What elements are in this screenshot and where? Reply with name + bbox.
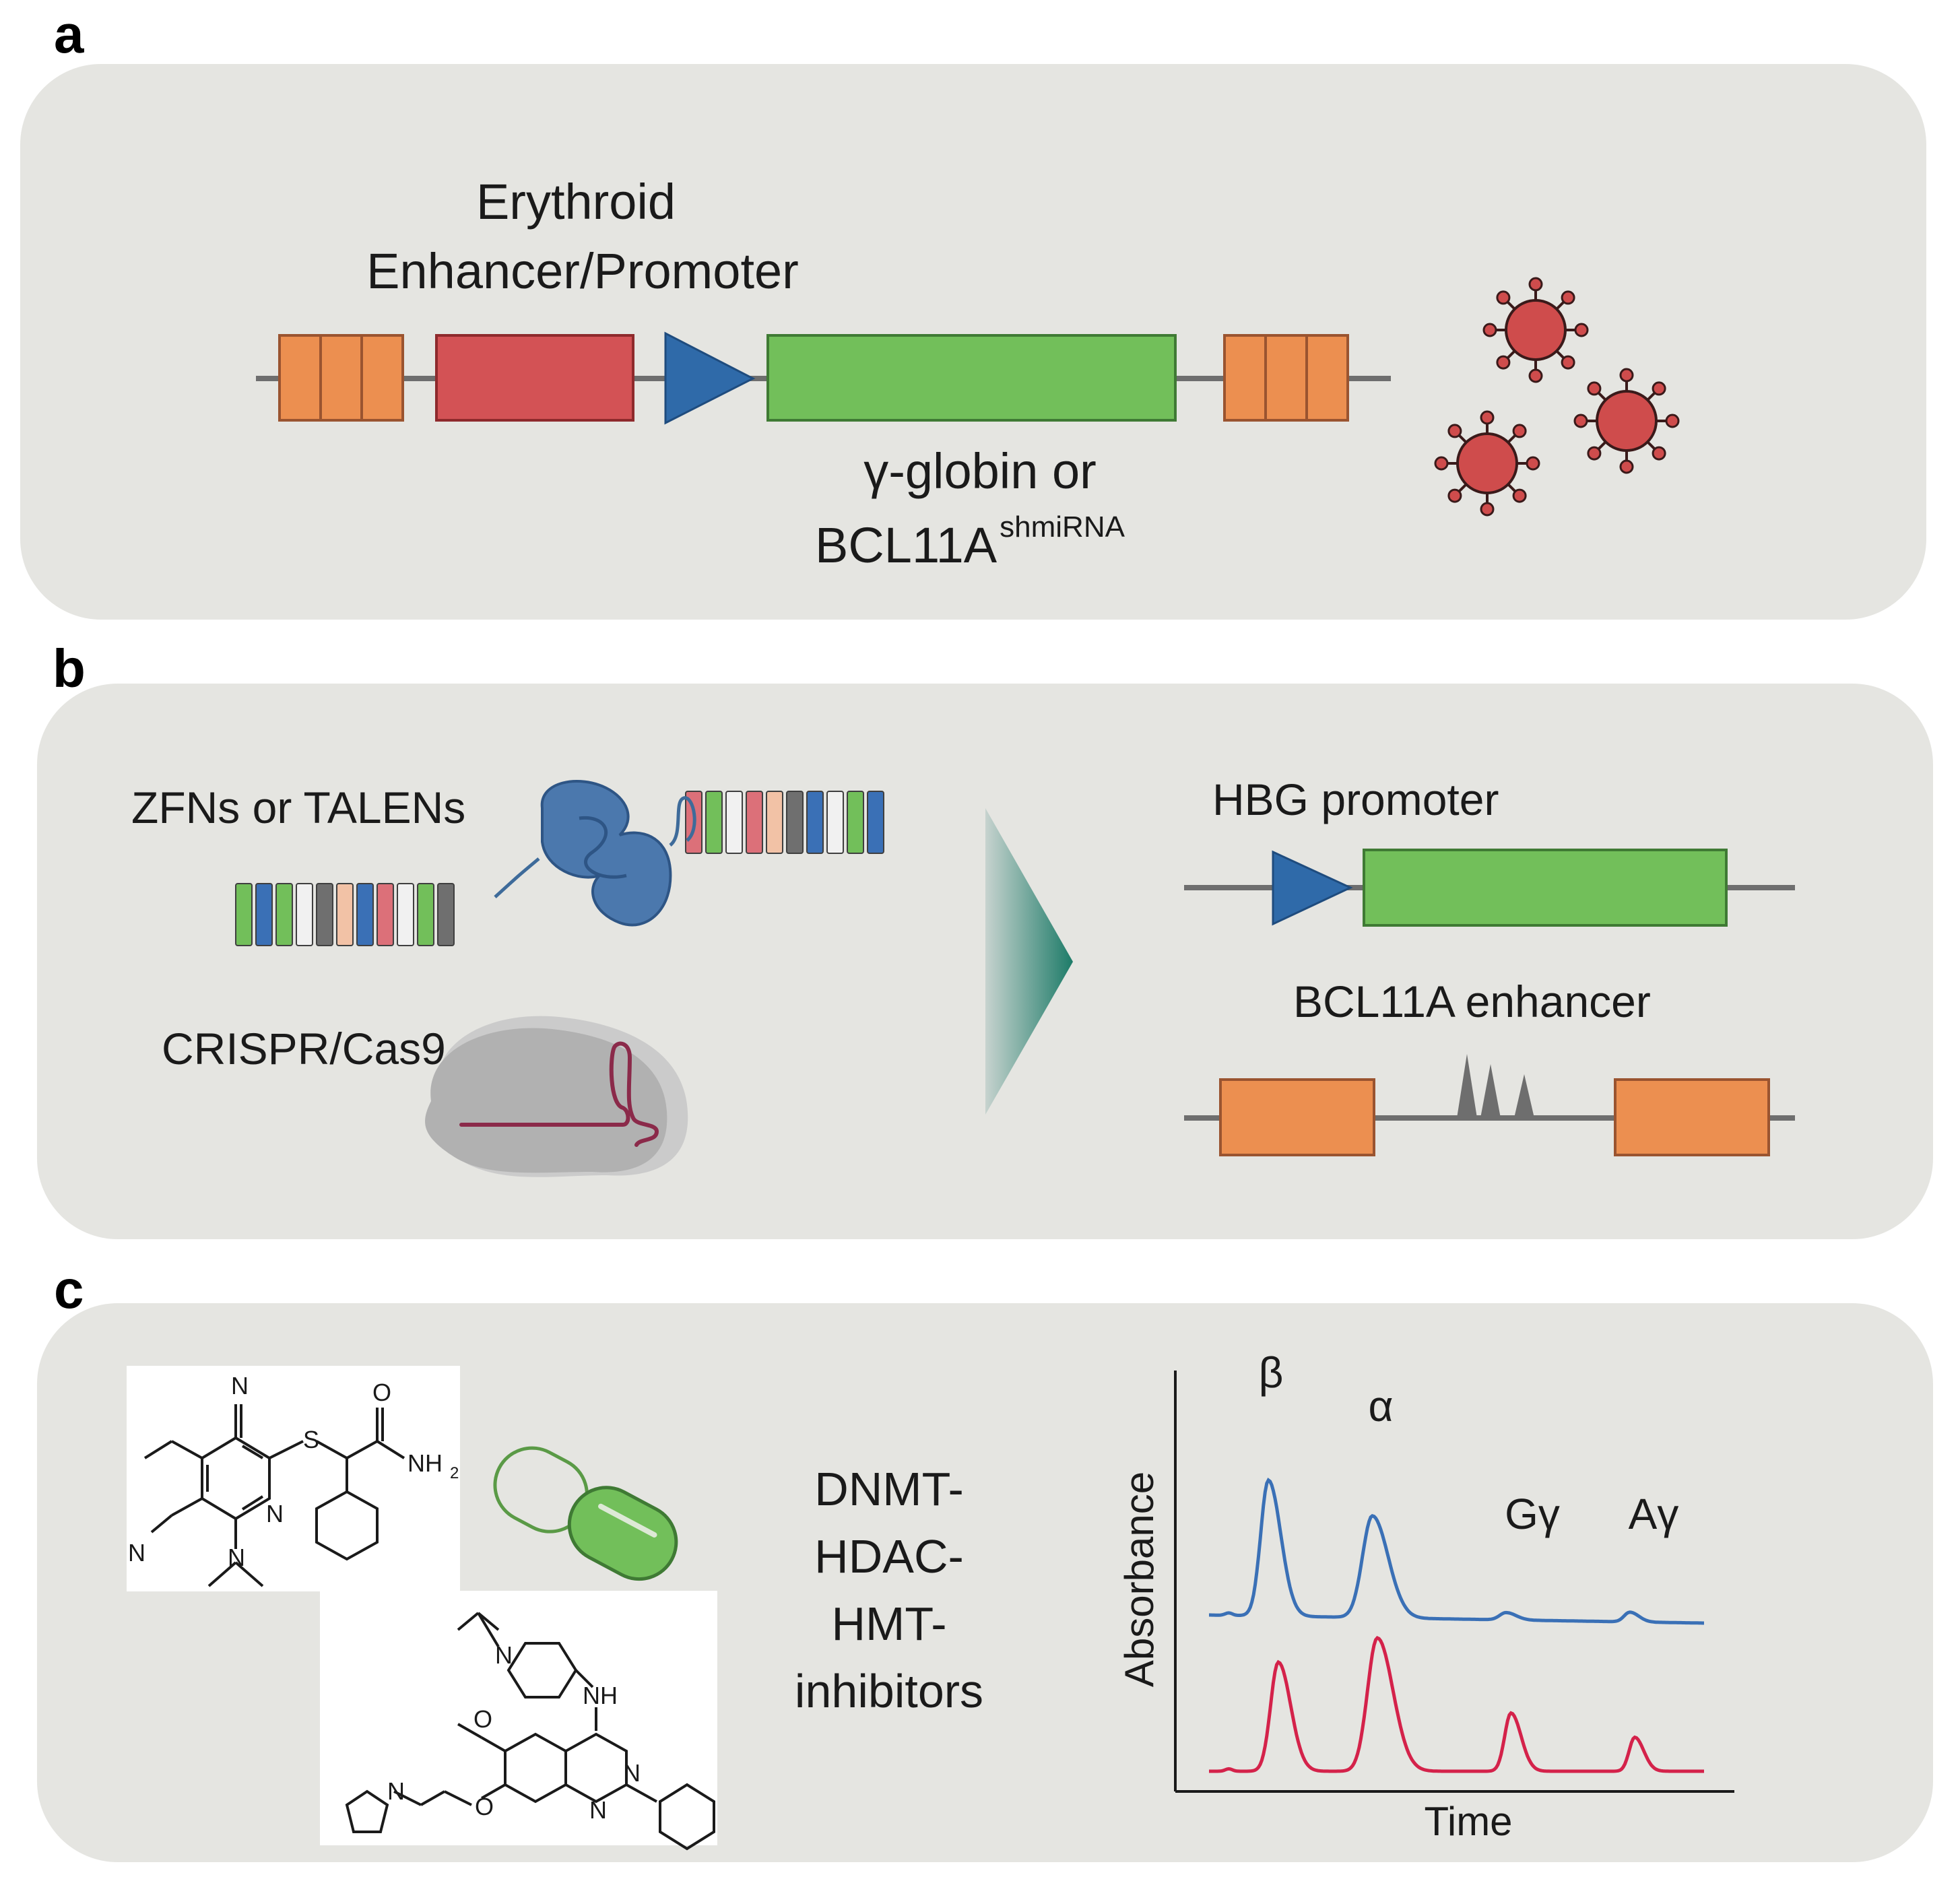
exon-right-box (1614, 1078, 1770, 1156)
chemical-structure-1: N S O NH 2 N N N (127, 1366, 460, 1591)
virus-icon (1434, 410, 1540, 517)
repeat-block (766, 791, 783, 854)
svg-text:O: O (475, 1793, 494, 1820)
virus-icon (1573, 368, 1680, 474)
crispr-label: CRISPR/Cas9 (162, 1024, 446, 1074)
inhibitors-line4: inhibitors (795, 1665, 983, 1717)
nuclease-label: ZFNs or TALENs (131, 783, 465, 832)
svg-text:S: S (303, 1426, 319, 1453)
panel-c-letter: c (54, 1259, 84, 1319)
gene-label-line2: BCL11AshmiRNA (815, 510, 1125, 573)
gene-label-line1: γ-globin or (863, 443, 1097, 499)
triangle-arrow-icon (985, 808, 1073, 1115)
panel-a-letter: a (54, 4, 84, 64)
repeat-block (417, 883, 434, 946)
inhibitors-line1: DNMT- (814, 1463, 964, 1515)
nuclease-icon (540, 780, 672, 927)
x-axis-label: Time (1424, 1799, 1512, 1844)
repeat-block (746, 791, 763, 854)
repeat-block (255, 883, 273, 946)
hbg-gene-box (1363, 849, 1728, 927)
repeat-block (867, 791, 884, 854)
repeat-block (847, 791, 864, 854)
svg-text:2: 2 (450, 1464, 459, 1482)
hbg-promoter-label: HBG promoter (1212, 774, 1499, 824)
gamma-globin-gene-box (766, 334, 1177, 422)
y-axis-label: Absorbance (1117, 1472, 1162, 1687)
enhancer-promoter-box (435, 334, 634, 422)
hbg-promoter-arrow-icon (1272, 850, 1353, 926)
linker-left (494, 857, 540, 898)
svg-text:N: N (387, 1777, 405, 1805)
panel-b-letter: b (53, 638, 86, 698)
repeat-block (316, 883, 333, 946)
repeat-block (725, 791, 743, 854)
hbg-gene-construct (1184, 849, 1795, 927)
ltr-left (278, 334, 404, 422)
capsule-icon (493, 1446, 678, 1581)
repeat-block (235, 883, 253, 946)
svg-text:N: N (589, 1796, 607, 1824)
svg-text:N: N (623, 1759, 641, 1787)
gene-name: BCL11A (815, 517, 998, 573)
chromatogram-chart: Time Absorbance β α Gγ Aγ (1117, 1348, 1734, 1844)
enhancer-label-line1: Erythroid (476, 174, 676, 230)
inhibitors-line2: HDAC- (814, 1530, 964, 1583)
peak-label-a-gamma: Aγ (1629, 1490, 1679, 1538)
repeat-block (377, 883, 394, 946)
gene-superscript: shmiRNA (1000, 510, 1125, 543)
repeat-block (275, 883, 293, 946)
bcl11a-enhancer-label: BCL11A enhancer (1293, 977, 1651, 1026)
svg-text:N: N (228, 1544, 245, 1571)
repeat-block (296, 883, 313, 946)
cas9-icon (425, 1016, 688, 1177)
peak-label-beta: β (1259, 1348, 1284, 1397)
enhancer-label-line2: Enhancer/Promoter (366, 243, 799, 299)
exon-left-box (1219, 1078, 1375, 1156)
dhs-peak-1 (1457, 1054, 1477, 1118)
svg-text:O: O (473, 1705, 492, 1733)
svg-text:NH: NH (583, 1682, 618, 1709)
repeat-block (826, 791, 844, 854)
chemical-structure-2: N NH N N O O N (320, 1591, 717, 1851)
repeat-block (705, 791, 723, 854)
virus-icon (1482, 277, 1589, 383)
promoter-arrow-icon (664, 331, 756, 425)
svg-text:N: N (128, 1539, 145, 1567)
dhs-peak-3 (1514, 1074, 1534, 1118)
linker-right (669, 796, 696, 847)
repeat-block (336, 883, 354, 946)
virus-particles (1434, 277, 1680, 517)
svg-text:N: N (231, 1372, 249, 1399)
svg-text:NH: NH (407, 1449, 443, 1477)
inhibitors-line3: HMT- (831, 1597, 946, 1650)
repeat-block (397, 883, 414, 946)
dna-binding-array-right (685, 791, 884, 854)
repeat-block (437, 883, 455, 946)
ltr-right (1223, 334, 1349, 422)
repeat-block (806, 791, 824, 854)
peak-label-g-gamma: Gγ (1505, 1490, 1560, 1538)
trace-red (1209, 1635, 1704, 1773)
dhs-peak-2 (1480, 1064, 1501, 1118)
repeat-block (786, 791, 804, 854)
trace-blue (1209, 1478, 1704, 1625)
svg-text:O: O (372, 1379, 391, 1406)
svg-text:N: N (495, 1641, 513, 1669)
guide-rna-icon (459, 1041, 659, 1147)
bcl11a-enhancer-construct (1184, 1054, 1795, 1156)
repeat-block (356, 883, 374, 946)
dna-binding-array-left (235, 883, 455, 946)
peak-label-alpha: α (1369, 1382, 1394, 1430)
svg-text:N: N (266, 1500, 284, 1527)
vector-construct (256, 331, 1391, 425)
